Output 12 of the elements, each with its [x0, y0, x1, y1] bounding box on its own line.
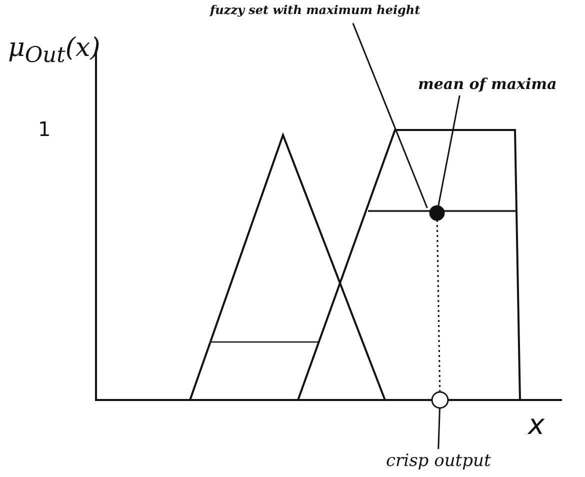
output-point — [431, 391, 449, 409]
leader-line — [352, 22, 428, 208]
annotation-text: crisp output — [386, 452, 491, 471]
clip-level-line — [368, 210, 516, 212]
leader-line — [438, 408, 440, 450]
axis-label: x — [528, 410, 545, 441]
annotation-text: fuzzy set with maximum height — [210, 4, 420, 18]
dotted-line — [436, 220, 441, 392]
annotation-text: mean of maxima — [418, 76, 557, 92]
leader-line — [438, 95, 460, 206]
tick-label: 1 — [38, 118, 51, 140]
maximum-point — [429, 205, 445, 221]
